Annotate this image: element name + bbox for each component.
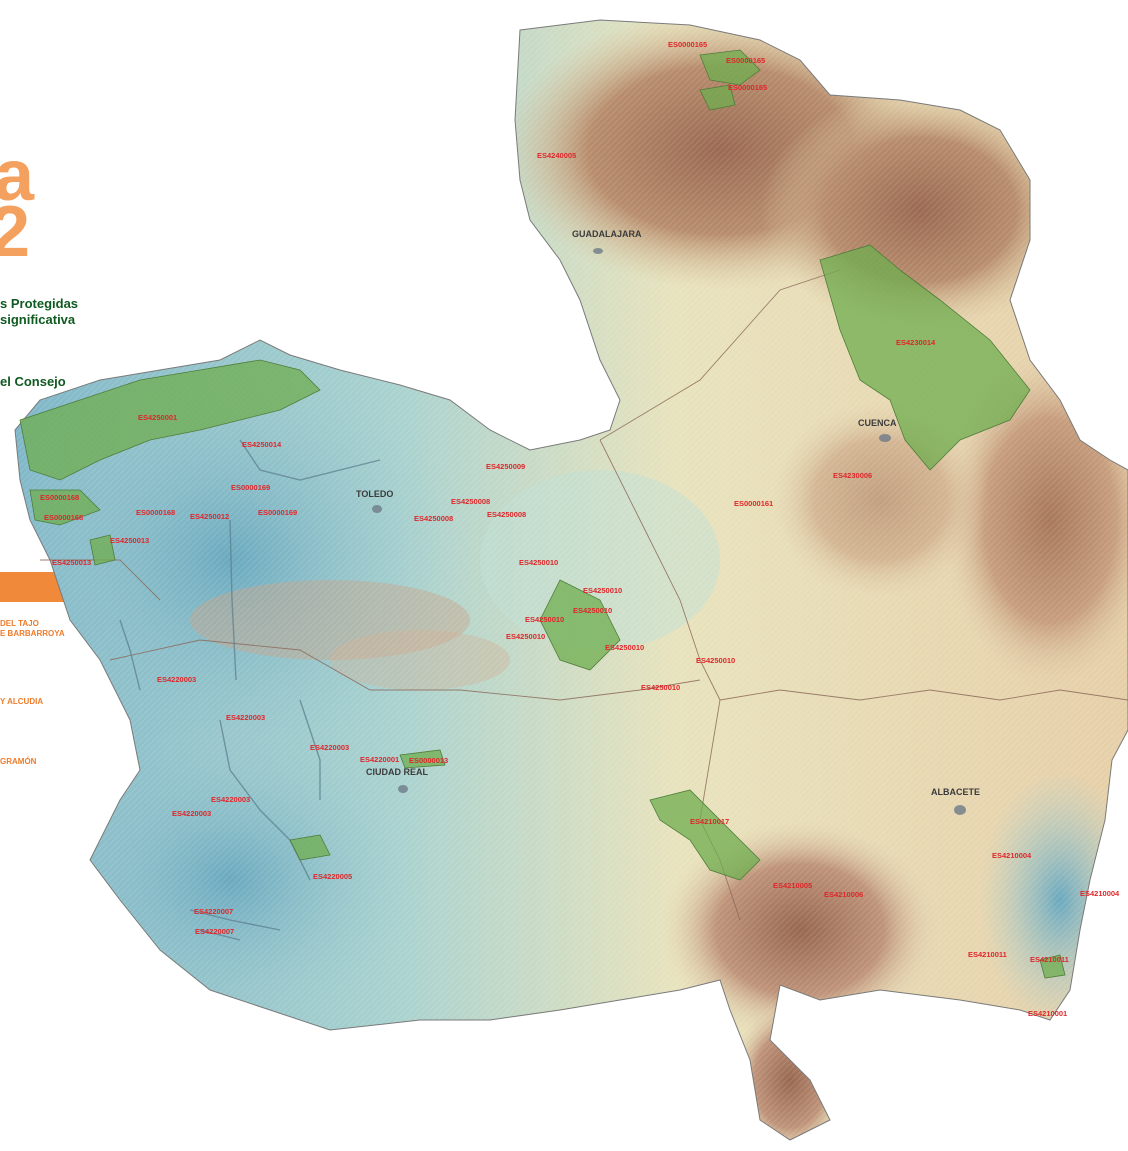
site-code-label: ES4250012 (190, 512, 229, 521)
orange-text-line-3: Y ALCUDIA (0, 697, 44, 706)
site-code-label: ES4210006 (824, 890, 863, 899)
site-code-label: ES0000165 (726, 56, 765, 65)
site-code-label: ES4250010 (696, 656, 735, 665)
site-code-label: ES4250010 (641, 683, 680, 692)
site-code-label: ES4250013 (110, 536, 149, 545)
green-text-line-2: significativa (0, 312, 76, 327)
site-code-label: ES4250010 (583, 586, 622, 595)
green-text-line-3: el Consejo (0, 374, 66, 389)
site-code-label: ES4250009 (486, 462, 525, 471)
site-code-label: ES4230014 (896, 338, 936, 347)
site-code-label: ES4220003 (157, 675, 196, 684)
site-code-label: ES0000169 (231, 483, 270, 492)
city-label-toledo: TOLEDO (356, 489, 393, 499)
site-code-label: ES0000168 (44, 513, 83, 522)
city-label-albacete: ALBACETE (931, 787, 980, 797)
green-text-line-1: s Protegidas (0, 296, 79, 311)
city-label-guadalajara: GUADALAJARA (572, 229, 642, 239)
site-code-label: ES4220003 (310, 743, 349, 752)
site-code-label: ES0000013 (409, 756, 448, 765)
site-code-label: ES4210017 (690, 817, 729, 826)
site-code-label: ES4250008 (414, 514, 453, 523)
site-code-label: ES4250001 (138, 413, 177, 422)
title-fragment-1: a (0, 136, 35, 216)
site-code-label: ES0000168 (40, 493, 79, 502)
site-code-label: ES0000165 (668, 40, 707, 49)
site-code-label: ES4250010 (525, 615, 564, 624)
site-code-label: ES4250008 (451, 497, 490, 506)
orange-text-line-1: DEL TAJO (0, 619, 39, 628)
site-code-label: ES4250013 (52, 558, 91, 567)
site-code-label: ES0000168 (136, 508, 175, 517)
site-code-label: ES4220007 (194, 907, 233, 916)
site-code-label: ES0000169 (258, 508, 297, 517)
orange-text-line-4: GRAMÓN (0, 757, 37, 766)
site-code-label: ES4250010 (506, 632, 545, 641)
site-code-label: ES4220007 (195, 927, 234, 936)
site-code-label: ES4220003 (211, 795, 250, 804)
site-code-label: ES4250008 (487, 510, 526, 519)
protected-areas (19, 49, 1066, 979)
city-labels: GUADALAJARA CUENCA TOLEDO CIUDAD REAL ALBACE… (356, 229, 980, 797)
rivers (119, 439, 381, 941)
site-code-label: ES4210001 (1028, 1009, 1067, 1018)
site-code-label: ES0000165 (728, 83, 767, 92)
site-code-label: ES4220005 (313, 872, 352, 881)
site-code-label: ES4210004 (1080, 889, 1120, 898)
city-markers (372, 248, 966, 815)
site-code-label: ES4210011 (1030, 955, 1069, 964)
site-code-label: ES4210011 (968, 950, 1007, 959)
city-label-ciudad-real: CIUDAD REAL (366, 767, 429, 777)
site-code-label: ES0000161 (734, 499, 773, 508)
site-code-label: ES4250014 (242, 440, 282, 449)
site-code-label: ES4240005 (537, 151, 576, 160)
orange-text-line-2: E BARBARROYA (0, 629, 65, 638)
site-code-label: ES4210004 (992, 851, 1032, 860)
site-code-label: ES4220003 (226, 713, 265, 722)
site-code-label: ES4220001 (360, 755, 399, 764)
site-code-label: ES4250010 (573, 606, 612, 615)
site-code-label: ES4250010 (605, 643, 644, 652)
site-code-label: ES4230006 (833, 471, 872, 480)
title-fragment-2: 2 (0, 192, 31, 272)
site-code-label: ES4250010 (519, 558, 558, 567)
site-code-labels: ES0000165ES0000165ES0000165ES4240005ES42… (40, 40, 1120, 1018)
city-label-cuenca: CUENCA (858, 418, 897, 428)
site-code-label: ES4210005 (773, 881, 812, 890)
site-code-label: ES4220003 (172, 809, 211, 818)
